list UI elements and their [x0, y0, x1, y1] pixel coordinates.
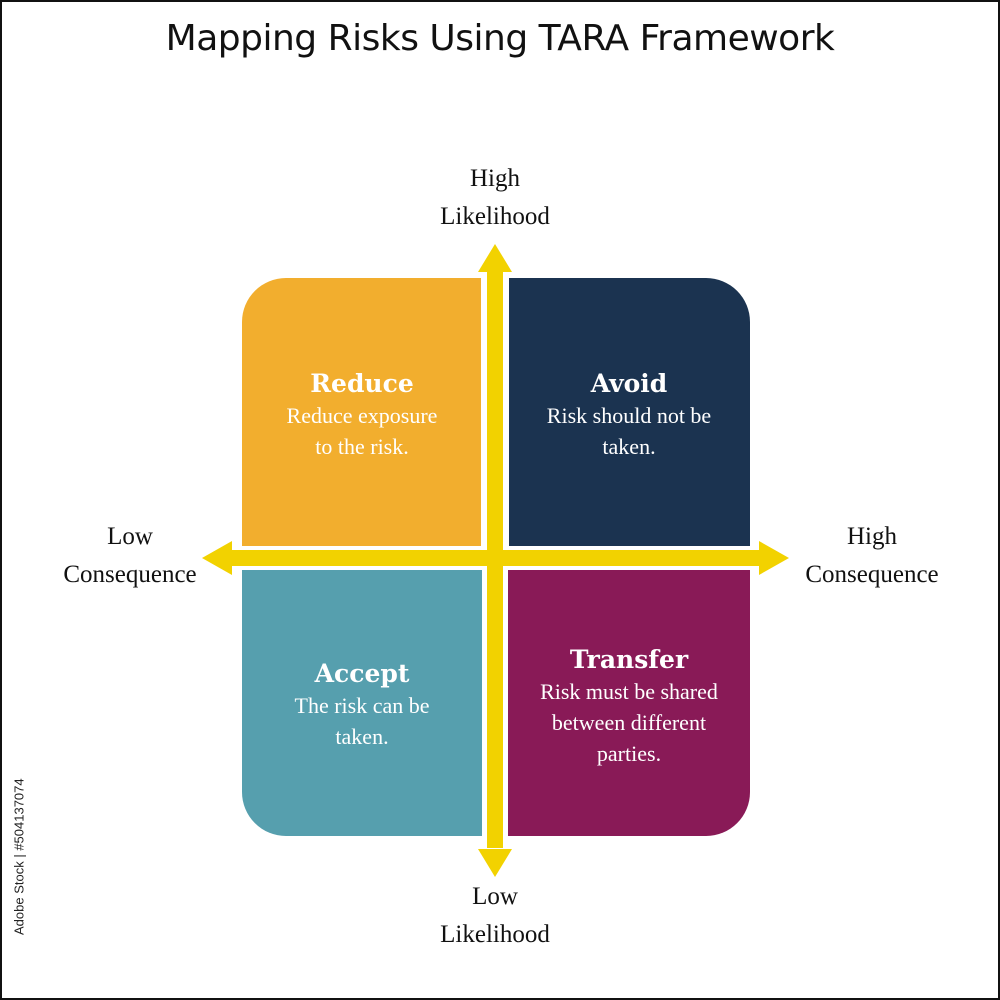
axis-label-bottom: Low Likelihood [395, 878, 595, 954]
axis-label-bottom-line-2: Likelihood [440, 921, 550, 948]
quadrant-reduce-desc-line-1: Reduce exposure [286, 403, 438, 428]
axis-label-bottom-line-1: Low [472, 883, 518, 910]
quadrant-avoid-desc-line-2: taken. [602, 434, 656, 459]
arrow-up-icon [478, 244, 512, 272]
arrow-left-icon [202, 541, 232, 575]
quadrant-reduce: Reduce Reduce exposure to the risk. [242, 278, 482, 546]
quadrant-accept-title: Accept [314, 659, 410, 688]
diagram-title: Mapping Risks Using TARA Framework [165, 18, 835, 59]
quadrant-accept: Accept The risk can be taken. [242, 570, 482, 836]
quadrant-avoid-title: Avoid [590, 369, 668, 398]
quadrant-transfer-desc-line-2: between different [551, 710, 707, 735]
quadrant-reduce-title: Reduce [310, 369, 414, 398]
axis-label-right-line-1: High [847, 523, 897, 550]
quadrant-accept-desc-line-1: The risk can be [294, 693, 430, 718]
axis-label-top: High Likelihood [395, 160, 595, 236]
arrow-down-icon [478, 849, 512, 877]
horizontal-axis-line [230, 550, 764, 566]
axis-label-right: High Consequence [772, 518, 972, 594]
stock-watermark: Adobe Stock | #504137074 [11, 778, 26, 935]
stock-watermark-text: Adobe Stock | #504137074 [11, 778, 26, 935]
quadrant-transfer-desc-line-1: Risk must be shared [540, 679, 718, 704]
quadrant-avoid-desc-line-1: Risk should not be [546, 403, 712, 428]
axis-label-top-line-1: High [470, 165, 520, 192]
axis-label-left: Low Consequence [38, 518, 222, 594]
axis-label-left-line-1: Low [107, 523, 153, 550]
axis-label-left-line-2: Consequence [63, 561, 197, 588]
quadrant-avoid: Avoid Risk should not be taken. [508, 278, 750, 546]
quadrant-reduce-desc-line-2: to the risk. [315, 434, 409, 459]
quadrant-transfer-title: Transfer [569, 645, 689, 674]
arrow-right-icon [759, 541, 789, 575]
quadrant-transfer-desc-line-3: parties. [596, 741, 662, 766]
quadrant-transfer: Transfer Risk must be shared between dif… [508, 570, 750, 836]
axis-label-right-line-2: Consequence [805, 561, 939, 588]
quadrant-accept-desc-line-2: taken. [335, 724, 389, 749]
axis-label-top-line-2: Likelihood [440, 203, 550, 230]
